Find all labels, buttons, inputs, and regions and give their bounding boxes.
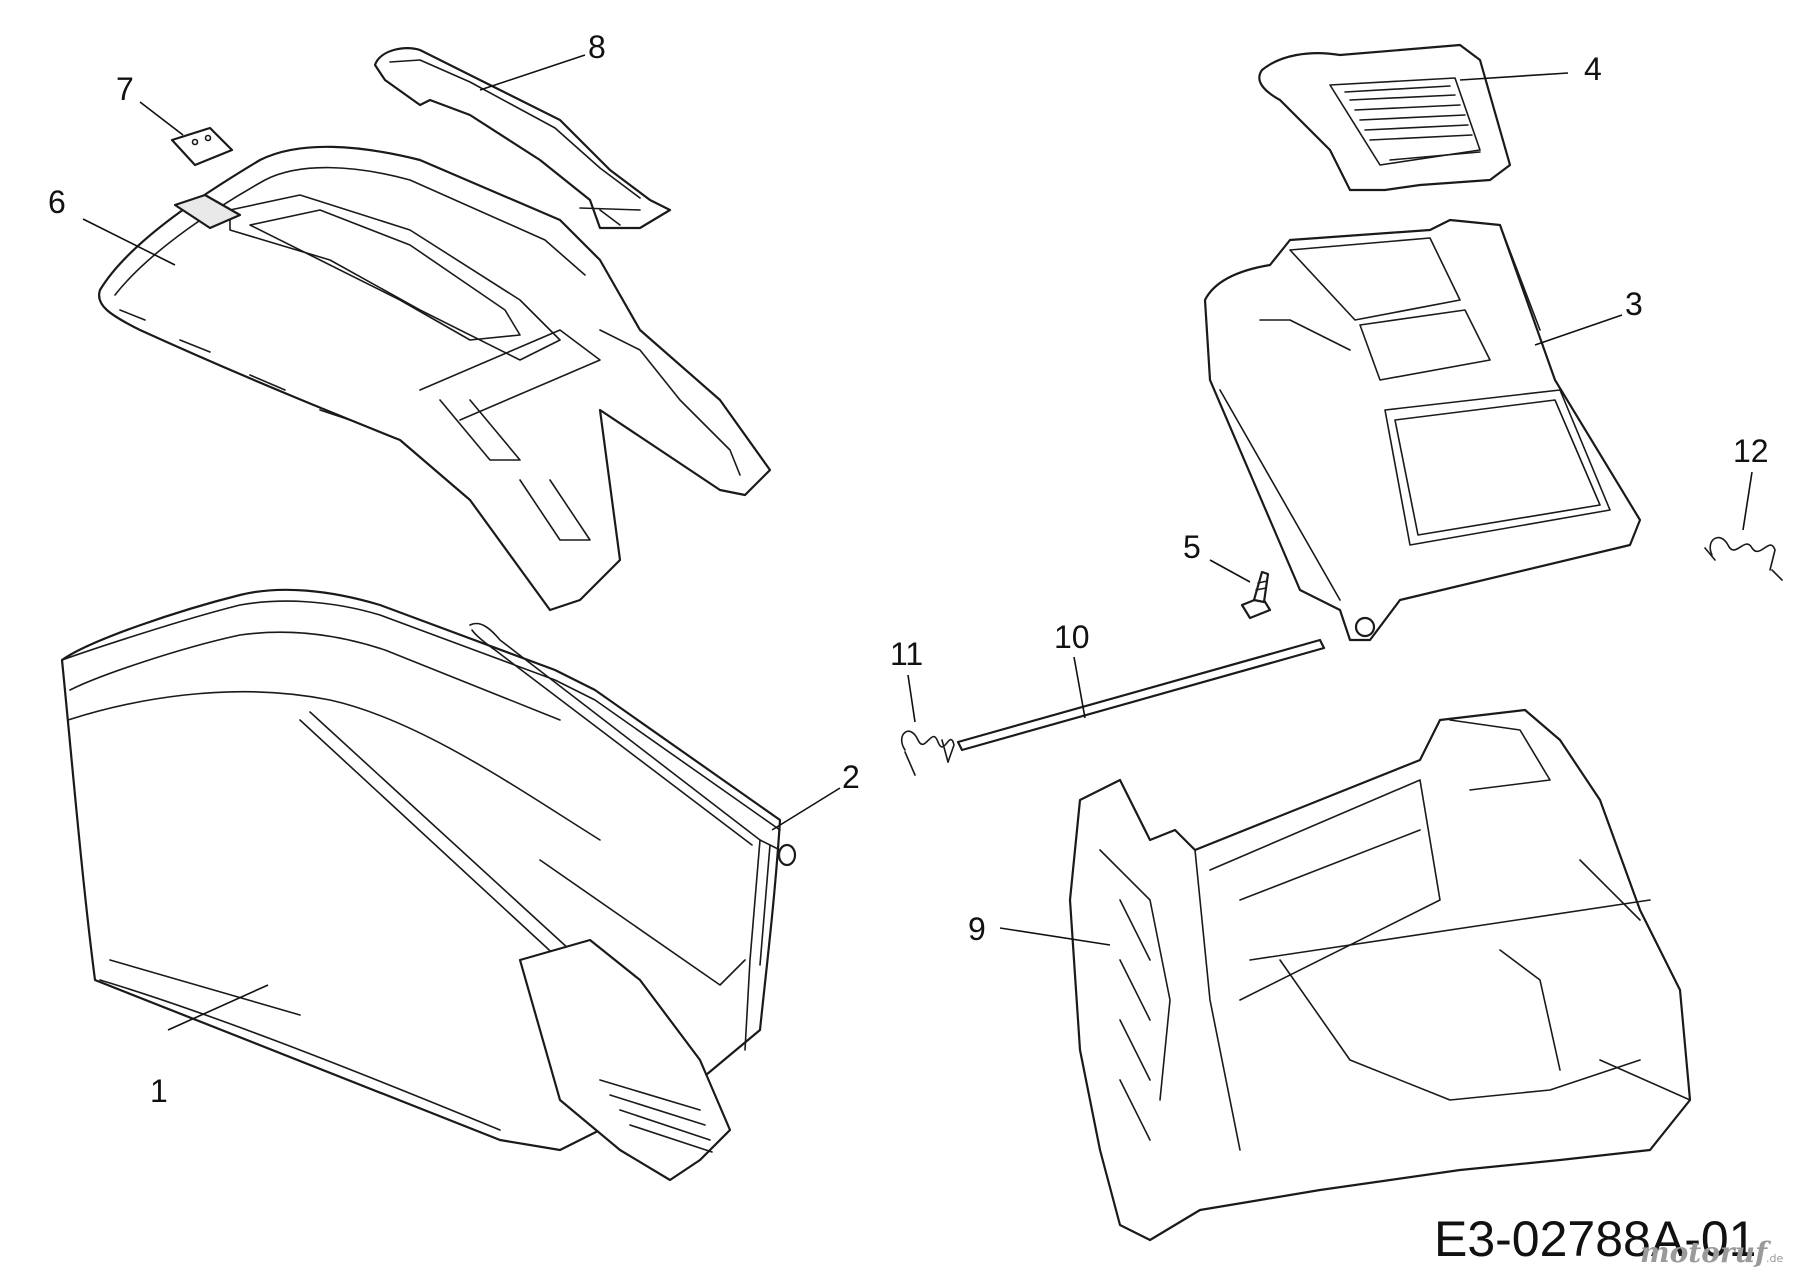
part-7-clip xyxy=(170,126,234,167)
callout-6: 6 xyxy=(48,184,66,220)
part-8-handle xyxy=(373,47,672,230)
leader-10 xyxy=(1073,656,1086,719)
watermark-suffix: .de xyxy=(1766,1252,1783,1265)
callout-11: 11 xyxy=(890,636,923,672)
drawing-code: E3-02788A-01 xyxy=(1434,1211,1756,1267)
part-4-grip-insert xyxy=(1258,43,1512,192)
leader-12 xyxy=(1742,471,1753,531)
callout-10: 10 xyxy=(1054,619,1090,655)
callout-1: 1 xyxy=(150,1073,168,1109)
leader-6 xyxy=(82,218,176,266)
leader-1 xyxy=(167,984,269,1031)
callout-12: 12 xyxy=(1733,433,1769,469)
callout-8: 8 xyxy=(588,29,606,65)
leader-7 xyxy=(139,101,184,136)
callout-labels: 1 2 3 4 5 6 7 8 9 10 11 12 xyxy=(48,29,1769,1109)
leader-3 xyxy=(1534,314,1623,346)
part-9-rear-housing xyxy=(1068,708,1692,1242)
part-11-spring xyxy=(900,730,955,776)
part-5-screw xyxy=(1240,570,1272,620)
leader-2 xyxy=(771,787,841,831)
leader-lines xyxy=(82,54,1753,1031)
part-10-rod xyxy=(956,638,1326,752)
part-2-bag-frame xyxy=(469,622,797,1051)
leader-9 xyxy=(999,927,1111,946)
watermark-logo: motoruf xyxy=(1640,1236,1772,1269)
leader-11 xyxy=(907,674,916,723)
part-3-handle-cover xyxy=(1203,218,1642,642)
leader-8 xyxy=(479,54,586,91)
part-6-top-cover xyxy=(97,145,772,612)
callout-2: 2 xyxy=(842,759,860,795)
leader-4 xyxy=(1459,72,1569,81)
part-12-spring xyxy=(1704,536,1783,581)
leader-5 xyxy=(1209,559,1251,583)
callout-3: 3 xyxy=(1625,286,1643,322)
callout-7: 7 xyxy=(116,71,134,107)
callout-9: 9 xyxy=(968,911,986,947)
callout-5: 5 xyxy=(1183,529,1201,565)
part-1-grass-bag xyxy=(60,588,782,1182)
callout-4: 4 xyxy=(1584,51,1602,87)
